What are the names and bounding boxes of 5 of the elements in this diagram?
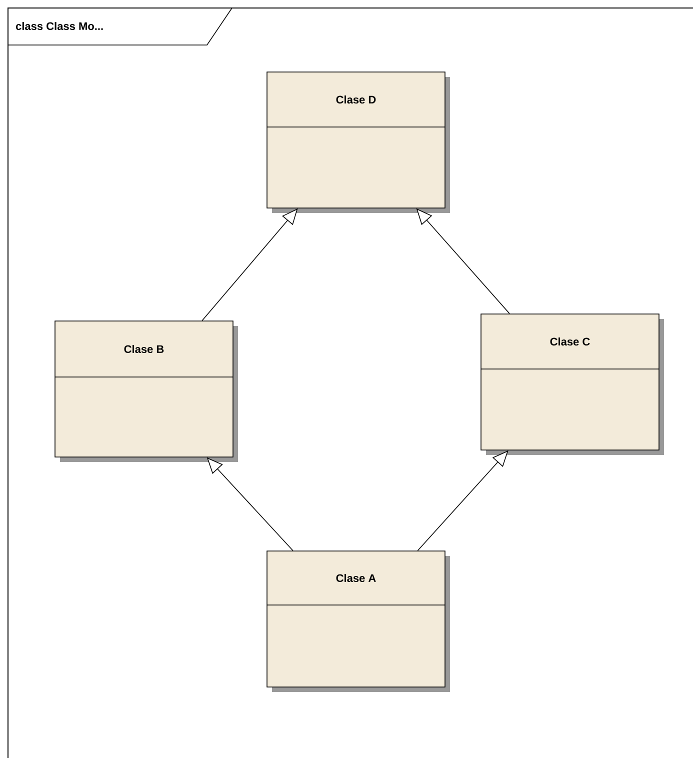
frame-title: class Class Mo... xyxy=(16,22,103,30)
class-box: Clase A xyxy=(266,550,450,692)
class-box: Clase D xyxy=(266,72,450,213)
class-box: Clase B xyxy=(54,320,238,462)
class-box: Clase C xyxy=(480,314,664,455)
